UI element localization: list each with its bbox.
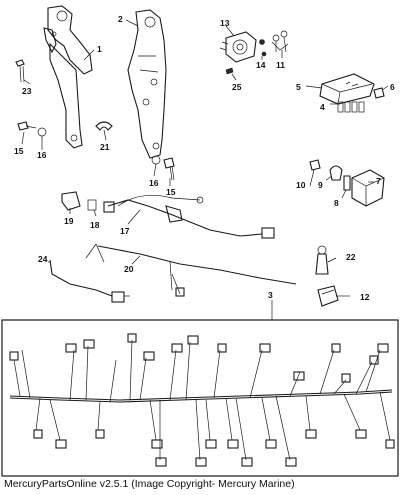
part-16-washer-left[interactable]: [37, 127, 47, 137]
callout-17: 17: [120, 226, 130, 236]
part-4-fuses[interactable]: [337, 101, 365, 113]
part-11-terminal[interactable]: [271, 30, 289, 53]
callouts: 1 2 3 4 5 6 7 8 9 10 11 12 13 14 15 15 1…: [14, 14, 395, 302]
part-15-bolt-right[interactable]: [163, 157, 175, 181]
callout-4: 4: [320, 102, 325, 112]
callout-11: 11: [276, 60, 285, 70]
part-22-terminal[interactable]: [315, 245, 329, 275]
callout-23: 23: [22, 86, 32, 96]
part-20-harness[interactable]: [85, 243, 297, 297]
callout-2: 2: [118, 14, 123, 24]
callout-15-right: 15: [166, 187, 176, 197]
callout-5: 5: [296, 82, 301, 92]
part-10-fitting[interactable]: [309, 159, 321, 171]
callout-12: 12: [360, 292, 370, 302]
part-5-module[interactable]: [319, 73, 375, 105]
callout-10: 10: [296, 180, 306, 190]
callout-3: 3: [268, 290, 273, 300]
callout-1: 1: [97, 44, 102, 54]
callout-7: 7: [376, 176, 381, 186]
callout-20: 20: [124, 264, 134, 274]
part-12-boot[interactable]: [317, 285, 339, 307]
callout-13: 13: [220, 18, 230, 28]
part-6-fuse-puller[interactable]: [373, 87, 385, 99]
callout-16-left: 16: [37, 150, 47, 160]
part-7-relay-box[interactable]: [351, 169, 385, 207]
image-copyright-footer: MercuryPartsOnline v2.5.1 (Image Copyrig…: [4, 478, 295, 490]
callout-8: 8: [334, 198, 339, 208]
part-2-bracket[interactable]: [127, 9, 167, 159]
callout-22: 22: [346, 252, 356, 262]
callout-16-right: 16: [149, 178, 159, 188]
part-1-bracket[interactable]: [43, 5, 93, 149]
leader-lines: [21, 19, 389, 320]
part-15-bolt-left[interactable]: [17, 121, 37, 131]
part-9-connector[interactable]: [329, 165, 343, 181]
part-13-solenoid[interactable]: [219, 31, 257, 63]
callout-18: 18: [90, 220, 100, 230]
callout-14: 14: [256, 60, 266, 70]
part-16-washer-right[interactable]: [151, 155, 161, 165]
part-18-plug[interactable]: [87, 199, 97, 211]
part-24-harness[interactable]: [49, 259, 130, 303]
part-17-harness[interactable]: [103, 195, 275, 239]
part-23-bolt[interactable]: [15, 59, 25, 83]
callout-25: 25: [232, 82, 242, 92]
part-21-clamp[interactable]: [95, 121, 113, 131]
part-3-main-harness[interactable]: [9, 333, 395, 467]
part-25-screw[interactable]: [225, 67, 234, 75]
callout-6: 6: [390, 82, 395, 92]
part-19-connector[interactable]: [61, 191, 81, 211]
part-8-plug[interactable]: [343, 175, 351, 191]
callout-24: 24: [38, 254, 48, 264]
callout-9: 9: [318, 180, 323, 190]
part-14-nut[interactable]: [259, 39, 267, 57]
callout-21: 21: [100, 142, 110, 152]
part-3-frame: [1, 319, 399, 477]
callout-15-left: 15: [14, 146, 24, 156]
callout-19: 19: [64, 216, 74, 226]
